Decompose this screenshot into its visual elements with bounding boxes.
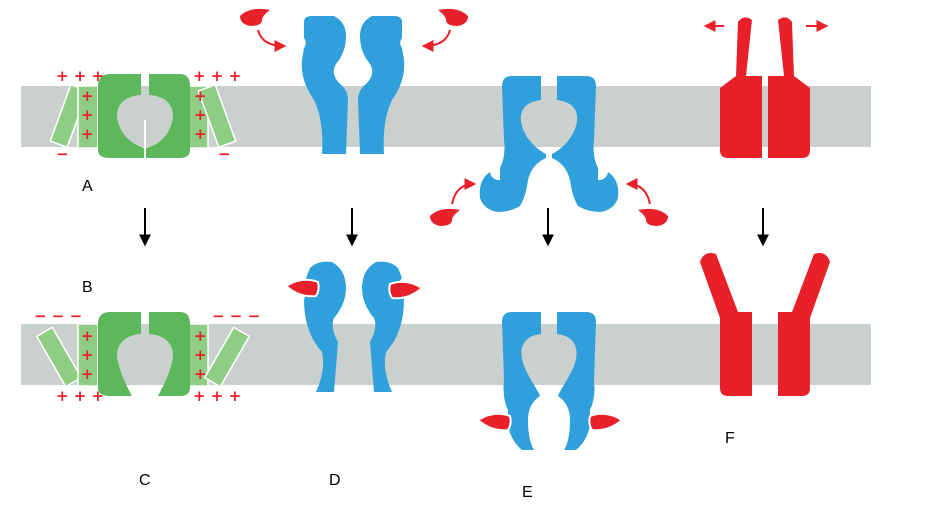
curved-arrow-icon xyxy=(451,178,477,205)
voltage-sensor-left-open xyxy=(35,323,99,388)
voltage-channel-open: − − − − − − + + + + + + + + + + + + xyxy=(34,307,260,405)
ligand-drop-icon xyxy=(588,412,624,432)
charge-sensor-left-1: + xyxy=(81,87,94,105)
charge-open-right-3: + xyxy=(194,365,207,383)
ligand-drop-icon xyxy=(438,8,468,26)
charge-pos-bottom-left: + + + xyxy=(56,387,104,405)
charge-top-left: + + + xyxy=(56,67,104,85)
voltage-sensor-right-open xyxy=(187,323,251,388)
charge-open-left-3: + xyxy=(81,365,94,383)
charge-sensor-right-2: + xyxy=(194,106,207,124)
voltage-sensor-right-closed xyxy=(187,83,237,149)
ligand-channel-intracellular-open xyxy=(476,312,624,450)
ligand-channel-extracellular-closed xyxy=(240,8,468,154)
curved-arrow-icon xyxy=(421,29,451,52)
ligand-channel-left-subunit xyxy=(301,16,348,154)
voltage-channel-pore-open-right xyxy=(149,312,190,396)
mechanical-channel-left-subunit-open xyxy=(700,253,752,396)
charge-sensor-right-1: + xyxy=(194,87,207,105)
intra-channel-right-subunit xyxy=(552,76,619,212)
charge-bottom-left: − xyxy=(56,145,69,163)
charge-top-right: + + + xyxy=(193,67,241,85)
charge-bottom-right: − xyxy=(218,145,231,163)
charge-neg-top-left: − − − xyxy=(34,307,82,325)
voltage-channel-pore-open-left xyxy=(98,312,141,396)
ligand-drop-icon xyxy=(240,8,270,26)
charge-open-left-1: + xyxy=(81,327,94,345)
label-e: E xyxy=(522,484,533,501)
ligand-drop-icon xyxy=(476,412,512,432)
label-c: C xyxy=(139,472,151,489)
ligand-channel-intracellular-closed xyxy=(430,76,668,226)
label-a: A xyxy=(82,178,93,195)
label-f: F xyxy=(725,430,735,447)
ligand-drop-icon xyxy=(388,280,424,300)
intra-channel-left-subunit xyxy=(479,76,546,212)
charge-pos-bottom-right: + + + xyxy=(193,387,241,405)
charge-sensor-left-2: + xyxy=(81,106,94,124)
ligand-drop-icon xyxy=(284,278,320,298)
charge-open-right-2: + xyxy=(194,346,207,364)
ligand-drop-icon xyxy=(638,208,668,226)
voltage-channel-closed: + + + + + + + + + + + + − − xyxy=(49,67,241,163)
mechanical-channel-left-subunit xyxy=(720,17,762,158)
charge-open-left-2: + xyxy=(81,346,94,364)
mechanical-channel-open xyxy=(700,253,830,396)
curved-arrow-icon xyxy=(257,29,287,52)
charge-sensor-right-3: + xyxy=(194,125,207,143)
charge-neg-top-right: − − − xyxy=(212,307,260,325)
ligand-channel-right-subunit xyxy=(358,16,405,154)
charge-open-right-1: + xyxy=(194,327,207,345)
charge-sensor-left-3: + xyxy=(81,125,94,143)
mechanical-channel-right-subunit-open xyxy=(778,253,830,396)
intra-channel-right-subunit-open xyxy=(557,312,596,450)
intra-channel-left-subunit-open xyxy=(502,312,541,450)
mechanical-channel-right-subunit xyxy=(768,17,810,158)
ligand-drop-icon xyxy=(430,208,460,226)
label-b: B xyxy=(82,279,93,296)
curved-arrow-icon xyxy=(625,178,651,205)
mechanical-channel-closed xyxy=(703,17,829,158)
label-d: D xyxy=(329,472,341,489)
voltage-channel-pore-closed xyxy=(98,74,190,158)
voltage-sensor-left-closed xyxy=(49,83,99,149)
ligand-channel-extracellular-open xyxy=(284,261,424,392)
